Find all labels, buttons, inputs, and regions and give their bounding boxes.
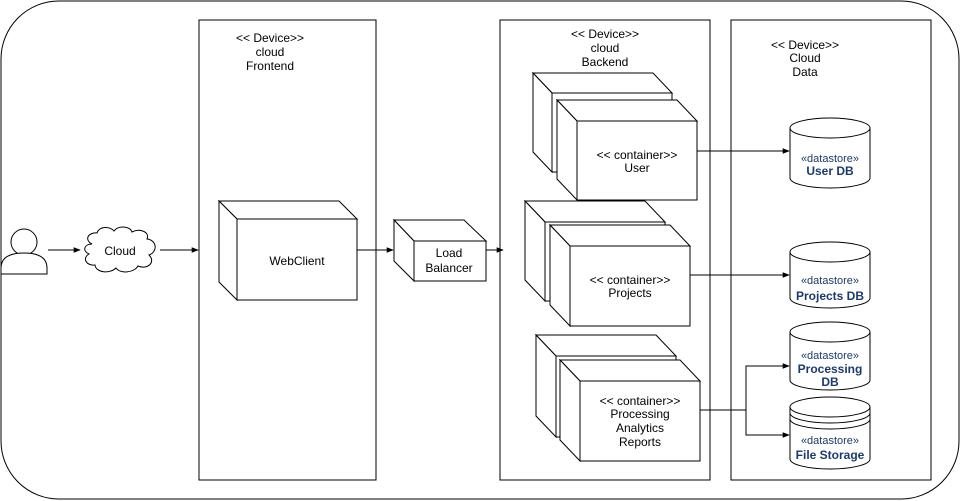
frontend-stereotype: << Device>> [236,31,304,45]
processing-db-name-1: Processing [798,362,863,376]
frontend-name: Frontend [246,59,294,73]
user-actor-icon[interactable] [0,228,48,275]
projects-container-name: Projects [608,286,651,300]
load-balancer-label-1: Load [436,246,463,260]
user-container[interactable]: << container>> User [531,71,699,202]
backend-device-label: << Device>> cloud Backend [571,27,639,69]
processing-container[interactable]: << container>> Processing Analytics Repo… [534,333,702,463]
user-db-stereotype: «datastore» [801,153,859,165]
load-balancer-label-2: Balancer [425,261,472,275]
user-container-name: User [624,161,649,175]
processing-container-name-3: Reports [619,435,661,449]
projects-container[interactable]: << container>> Projects [523,199,692,328]
frontend-device-label: << Device>> cloud Frontend [236,31,304,73]
projects-container-stereotype: << container>> [590,273,671,287]
user-container-stereotype: << container>> [597,148,678,162]
cloud-label: Cloud [104,244,135,258]
backend-stereotype: << Device>> [571,27,639,41]
edge-processing-to-processingdb [700,363,790,411]
projects-db-stereotype: «datastore» [801,275,859,287]
processing-container-name-1: Processing [610,407,669,421]
webclient-node[interactable]: WebClient [217,199,359,302]
load-balancer-node[interactable]: Load Balancer [392,218,488,283]
cloud-node[interactable]: Cloud [84,226,156,273]
projects-db-datastore[interactable]: «datastore» Projects DB [789,241,871,309]
data-stereotype: << Device>> [771,38,839,52]
processing-db-stereotype: «datastore» [801,350,859,362]
projects-db-name: Projects DB [796,289,864,303]
data-name: Data [792,65,818,79]
edge-processing-to-filestorage [745,410,790,438]
processing-db-name-2: DB [821,375,839,389]
file-storage-stereotype: «datastore» [801,435,859,447]
data-type: Cloud [789,51,820,65]
data-device-label: << Device>> Cloud Data [771,38,839,79]
backend-name: Backend [582,55,629,69]
backend-type: cloud [591,41,620,55]
user-db-datastore[interactable]: «datastore» User DB [789,117,871,189]
webclient-label: WebClient [269,254,325,268]
frontend-type: cloud [256,45,285,59]
file-storage-datastore[interactable]: «datastore» File Storage [789,396,871,470]
file-storage-name: File Storage [796,448,865,462]
processing-container-stereotype: << container>> [600,394,681,408]
user-db-name: User DB [806,164,854,178]
processing-db-datastore[interactable]: «datastore» Processing DB [789,321,871,391]
processing-container-name-2: Analytics [616,421,664,435]
